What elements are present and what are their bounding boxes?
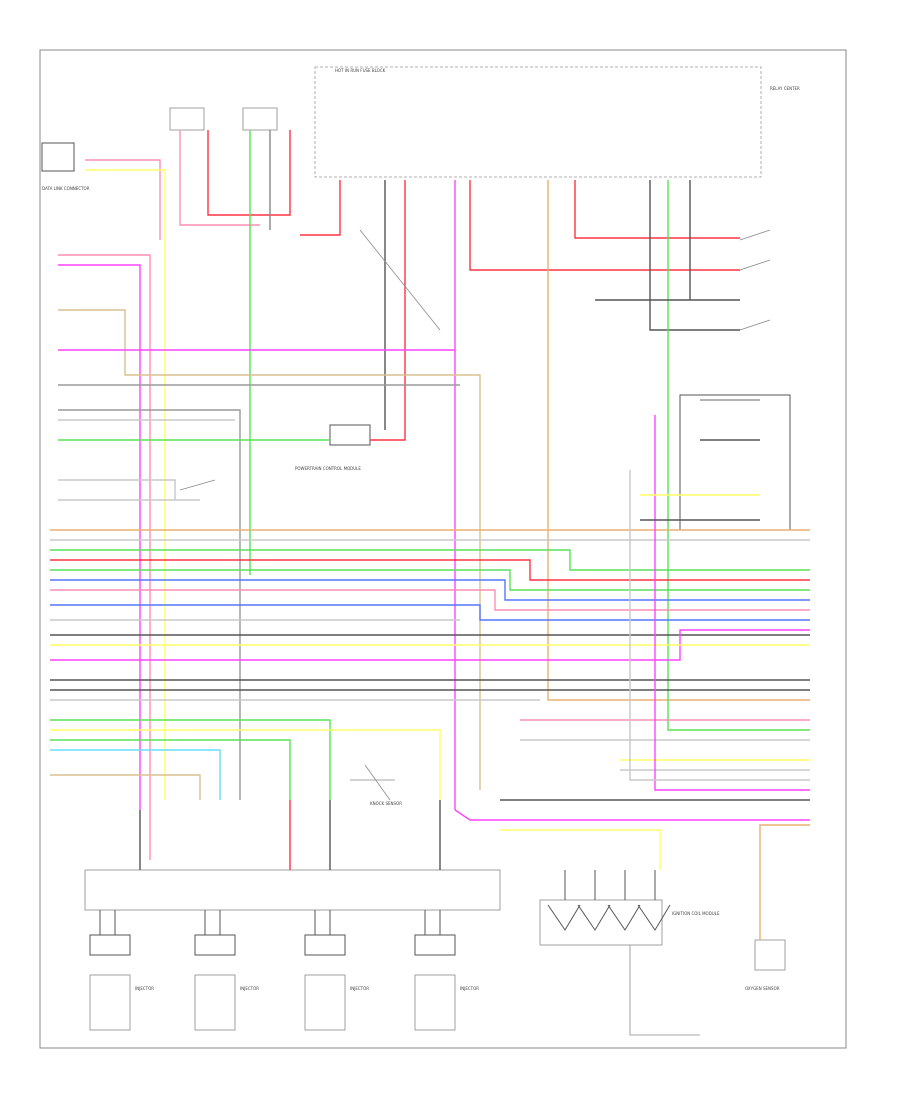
injector-2-symbol xyxy=(194,910,236,1031)
label-injector-4: INJECTOR xyxy=(460,986,479,991)
injector-harness-box xyxy=(84,869,501,911)
component-labels: DATA LINK CONNECTOR HOT IN RUN FUSE BLOC… xyxy=(42,68,800,991)
main-bus xyxy=(50,529,810,940)
pcm-right-box xyxy=(679,394,791,531)
data-link-connector-block xyxy=(41,142,75,172)
label-oxygen-sensor: OXYGEN SENSOR xyxy=(745,986,780,991)
label-data-link-connector: DATA LINK CONNECTOR xyxy=(42,186,90,191)
top-components xyxy=(41,66,791,971)
label-ignition-coil-module: IGNITION COIL MODULE xyxy=(672,911,720,916)
switch-symbols xyxy=(179,229,771,801)
left-wires xyxy=(58,254,481,810)
right-connector-wires xyxy=(629,399,810,791)
injector-3-symbol xyxy=(304,910,346,1031)
relay-center-box xyxy=(169,107,205,131)
oxygen-sensor-box xyxy=(754,939,786,971)
diagram-border xyxy=(39,49,847,1049)
label-injector-1: INJECTOR xyxy=(135,986,154,991)
injector-section xyxy=(84,800,501,1031)
label-fuse-block: HOT IN RUN FUSE BLOCK xyxy=(335,68,386,73)
label-injector-3: INJECTOR xyxy=(350,986,369,991)
injector-4-symbol xyxy=(414,910,456,1031)
ignition-coil-section xyxy=(547,870,700,1036)
label-powertrain-control-module: POWERTRAIN CONTROL MODULE xyxy=(295,466,361,471)
relay-box-2 xyxy=(242,107,278,131)
fuse-block-outline xyxy=(314,66,762,178)
label-knock-sensor: KNOCK SENSOR xyxy=(370,801,402,806)
ignition-coil-module-box xyxy=(539,899,663,946)
injector-1-symbol xyxy=(89,910,131,1031)
label-relay-center: RELAY CENTER xyxy=(770,86,800,91)
sensor-box-mid xyxy=(329,424,371,446)
vertical-wires xyxy=(85,130,810,810)
label-injector-2: INJECTOR xyxy=(240,986,259,991)
